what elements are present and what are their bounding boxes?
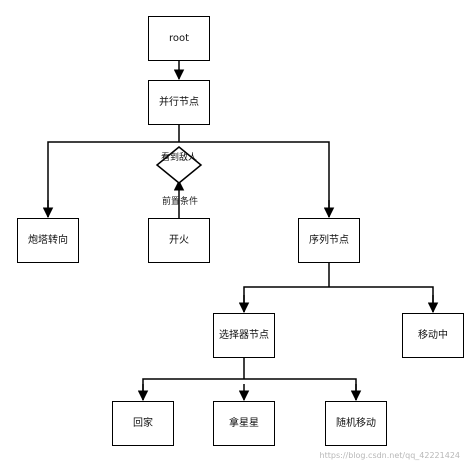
node-selector[interactable]: 选择器节点 xyxy=(213,313,275,358)
edge-bus-sequence-children xyxy=(243,286,434,312)
decision-label: 看到敌人 xyxy=(160,153,197,163)
node-fire[interactable]: 开火 xyxy=(148,218,210,263)
watermark: https://blog.csdn.net/qq_42221424 xyxy=(319,451,460,460)
node-random-move[interactable]: 随机移动 xyxy=(325,401,387,446)
edge-bus-selector-children xyxy=(142,378,357,400)
precondition-label: 前置条件 xyxy=(161,197,198,207)
node-parallel[interactable]: 并行节点 xyxy=(148,80,210,125)
edge-bus-parallel-children xyxy=(47,141,330,217)
node-sequence[interactable]: 序列节点 xyxy=(298,218,360,263)
node-return-home[interactable]: 回家 xyxy=(112,401,174,446)
decision-diamond xyxy=(155,146,203,184)
node-root[interactable]: root xyxy=(148,16,210,61)
node-turret[interactable]: 炮塔转向 xyxy=(17,218,79,263)
node-moving[interactable]: 移动中 xyxy=(402,313,464,358)
node-take-star[interactable]: 拿星星 xyxy=(213,401,275,446)
